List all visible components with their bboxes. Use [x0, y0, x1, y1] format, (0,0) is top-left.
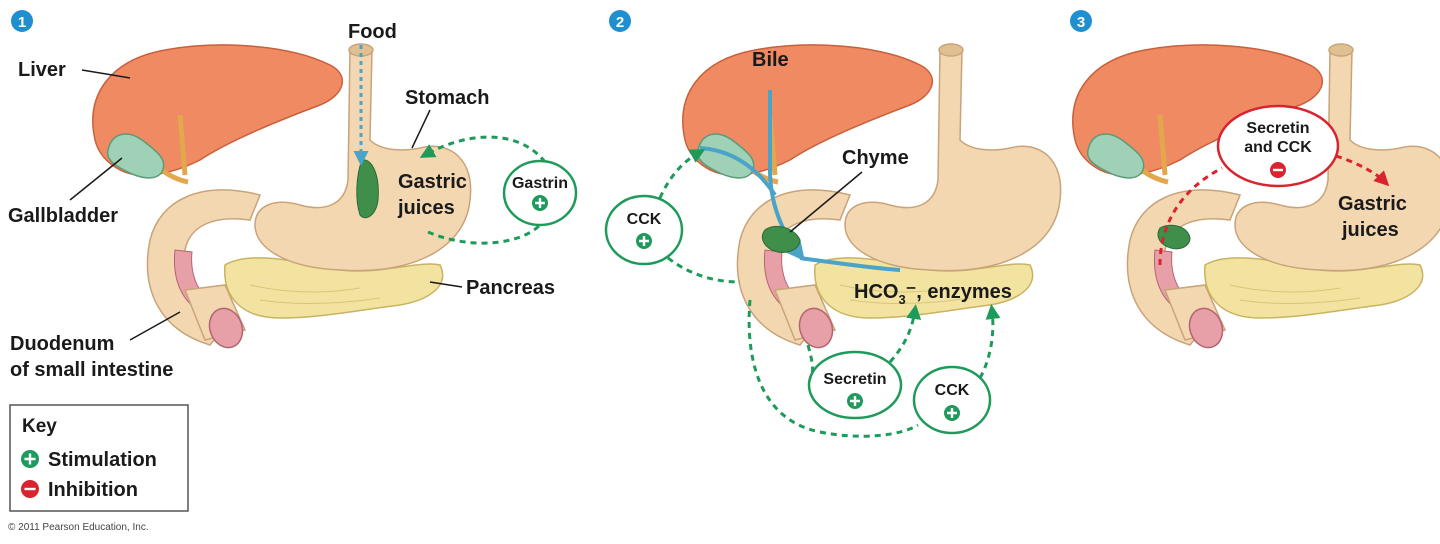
panel-2-badge	[609, 10, 631, 32]
key-inhibition: Inhibition	[48, 479, 138, 501]
stomach-leader	[411, 109, 431, 149]
gastrin-to-stomach-arrow	[419, 135, 547, 163]
label-liver: Liver	[18, 59, 66, 81]
secretin-cck-bubble	[1216, 104, 1340, 188]
gallbladder-leader	[69, 157, 123, 201]
label-gastric: Gastric	[398, 171, 467, 193]
duodenum-to-secretin-arrow	[806, 344, 815, 379]
panel-2: 2 Bile Chyme HCO3⁻, enzymes CCK Secretin…	[604, 10, 1061, 438]
label-pancreas: Pancreas	[466, 277, 555, 299]
duodenum-leader	[129, 311, 181, 341]
plus-icon	[947, 408, 957, 418]
label-gallbladder: Gallbladder	[8, 205, 118, 227]
label-food: Food	[348, 21, 397, 43]
cck-bubble-left	[604, 194, 684, 266]
duodenum-to-cck-right-arrow	[747, 299, 919, 438]
plus-icon	[639, 236, 649, 246]
plus-icon	[24, 453, 36, 465]
pancreatic-duct	[799, 256, 901, 272]
key-stimulation: Stimulation	[48, 449, 157, 471]
key-title: Key	[22, 416, 57, 437]
chyme-leader	[789, 171, 863, 233]
stomach-to-gastrin-arrow	[427, 223, 542, 245]
gastrin-bubble	[502, 159, 578, 227]
secretin-to-pancreas-arrow	[888, 304, 922, 363]
panel-1: 1 Food Liver Stomach Gastric juices Gall…	[8, 10, 578, 381]
label-juices-3: juices	[1341, 219, 1399, 241]
panel-1-badge	[11, 10, 33, 32]
label-duodenum: Duodenum	[10, 333, 114, 355]
panel-3-badge	[1070, 10, 1092, 32]
label-stomach: Stomach	[405, 87, 489, 109]
cck-label-right: CCK	[935, 382, 970, 399]
cck-to-pancreas-arrow	[978, 304, 1001, 379]
secretin-label: Secretin	[823, 371, 886, 388]
panel-2-number: 2	[616, 14, 624, 31]
panel-1-stomach-contents	[356, 159, 379, 219]
label-juices: juices	[397, 197, 455, 219]
inhibit-stomach-arrow	[1335, 154, 1390, 187]
secretin-cck-label-2: and CCK	[1244, 139, 1312, 156]
label-gastric-3: Gastric	[1338, 193, 1407, 215]
plus-icon	[850, 396, 860, 406]
label-small-intestine: of small intestine	[10, 359, 173, 381]
panel-1-number: 1	[18, 14, 26, 31]
panel-2-anatomy	[683, 44, 1061, 352]
secretin-cck-label-1: Secretin	[1246, 120, 1309, 137]
liver-leader	[81, 69, 131, 79]
key-frame	[9, 404, 189, 512]
chyme-bolus	[761, 225, 801, 253]
label-hco3: HCO3⁻, enzymes	[854, 281, 1012, 307]
duodenum-to-hormone-arrow	[1158, 166, 1223, 266]
secretin-bubble	[807, 350, 903, 420]
panel-3-number: 3	[1077, 14, 1085, 31]
cystic-duct	[699, 146, 777, 197]
key-box: Key Stimulation Inhibition	[9, 404, 189, 512]
plus-icon	[535, 198, 545, 208]
cck-bubble-right	[912, 365, 992, 435]
cck-label-left: CCK	[627, 211, 662, 228]
panel-3: 3 Gastric juices Secretin and CCK	[1070, 10, 1440, 352]
cck-to-gallbladder-arrow	[658, 149, 706, 199]
gastrin-label: Gastrin	[512, 175, 568, 192]
pancreas-leader	[429, 281, 463, 288]
duodenum-to-cck-arrow	[667, 256, 741, 284]
copyright: © 2011 Pearson Education, Inc.	[8, 522, 149, 533]
label-bile: Bile	[752, 49, 789, 71]
label-chyme: Chyme	[842, 147, 909, 169]
